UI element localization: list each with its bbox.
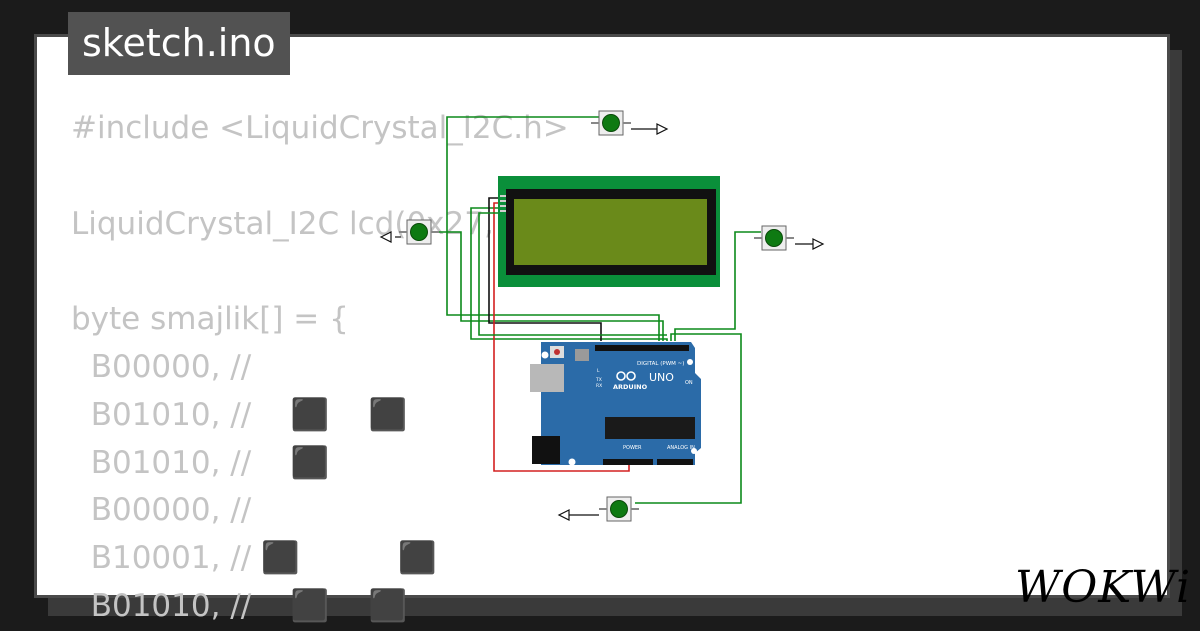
- pushbutton-left[interactable]: [399, 219, 439, 245]
- code-line: #include <LiquidCrystal_I2C.h>: [71, 110, 569, 146]
- arduino-logo-left: [616, 371, 626, 381]
- wire-green: [470, 207, 668, 341]
- code-line: B00000, //: [71, 492, 252, 529]
- code-line: B01010, // ⬛ ⬛: [71, 396, 408, 433]
- tx-label: TX: [595, 377, 602, 383]
- wire-green: [446, 116, 660, 341]
- power-jack: [532, 436, 560, 464]
- arduino-logo-right: [626, 371, 636, 381]
- wire-black: [488, 197, 602, 341]
- code-line: byte smajlik[] = {: [71, 301, 349, 338]
- digital-label: DIGITAL (PWM ~): [637, 361, 684, 367]
- file-tab[interactable]: sketch.ino: [68, 12, 290, 75]
- arduino-uno[interactable]: DIGITAL (PWM ~) ARDUINO UNO ON TX RX L P…: [530, 342, 701, 466]
- wire-green: [635, 333, 742, 504]
- code-line: B01010, // ⬛ ⬛: [71, 587, 408, 624]
- lcd-pins: [500, 195, 506, 212]
- model-label: UNO: [649, 371, 674, 384]
- wires: [435, 116, 761, 504]
- wire-green: [478, 212, 667, 336]
- circuit-diagram: DIGITAL (PWM ~) ARDUINO UNO ON TX RX L P…: [379, 110, 825, 522]
- code-line: B10001, // ⬛ ⬛: [71, 540, 437, 577]
- wire-green: [674, 231, 761, 341]
- code-line: B01010, // ⬛: [71, 444, 330, 481]
- analog-label: ANALOG IN: [667, 445, 695, 451]
- reset-dot: [554, 349, 560, 355]
- crystal: [575, 349, 589, 361]
- lcd-screen: [514, 199, 707, 265]
- usb-port: [530, 364, 564, 392]
- microcontroller-chip: [605, 417, 695, 439]
- rx-label: RX: [596, 383, 602, 389]
- wokwi-logo-text: WOKWi: [1015, 562, 1192, 613]
- wire-red: [493, 202, 630, 472]
- preview-card: #include <LiquidCrystal_I2C.h>LiquidCrys…: [34, 34, 1190, 624]
- on-label: ON: [685, 380, 693, 386]
- wire-green: [435, 231, 664, 341]
- analog-header: [657, 459, 693, 465]
- pushbutton-top[interactable]: [591, 110, 631, 136]
- power-header: [603, 459, 653, 465]
- power-label: POWER: [623, 445, 642, 451]
- pushbutton-bottom[interactable]: [599, 496, 639, 522]
- wokwi-logo: WOKWi: [1015, 562, 1192, 613]
- lcd-display[interactable]: [498, 176, 720, 287]
- mounting-holes: [541, 351, 697, 466]
- ground-arrows: [379, 123, 825, 521]
- pushbutton-right[interactable]: [754, 225, 794, 251]
- digital-header: [595, 345, 689, 351]
- code-line: B00000, //: [71, 348, 252, 385]
- brand-label: ARDUINO: [613, 383, 648, 391]
- l-label: L: [597, 368, 600, 374]
